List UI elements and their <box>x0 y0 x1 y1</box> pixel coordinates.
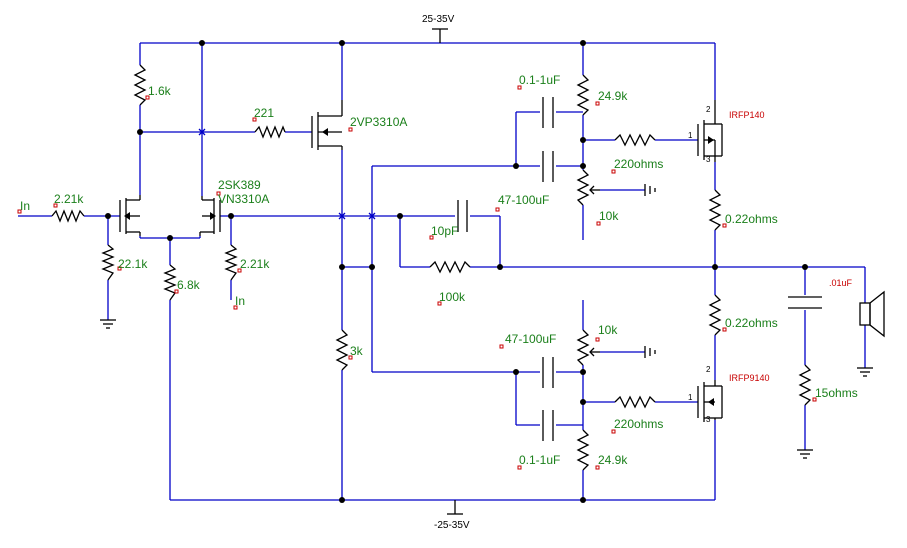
label-q-output-top: IRFP140 <box>729 110 765 120</box>
resistor-zobel <box>798 364 812 406</box>
label-q-output-bottom: IRFP9140 <box>729 373 770 383</box>
resistor-input-series <box>51 209 85 223</box>
label-q-diff-b: VN3310A <box>218 192 269 206</box>
pin-3-bottom: 3 <box>706 415 711 424</box>
capacitor-zobel <box>788 296 822 309</box>
transistor-output-top: 1 2 3 <box>688 100 723 164</box>
resistor-bottom-24k9 <box>576 429 590 471</box>
pin-2-top: 2 <box>706 105 711 114</box>
label-c-top-small: 0.1-1uF <box>519 73 560 87</box>
label-c-zobel: .01uF <box>829 278 853 288</box>
label-ticks <box>17 85 817 470</box>
negative-rail-label: -25-35V <box>434 520 470 531</box>
resistor-tail <box>163 264 177 301</box>
transistor-output-bottom: 1 2 3 <box>688 365 723 424</box>
potentiometer-bottom <box>576 329 656 366</box>
capacitor-top-big <box>542 151 554 182</box>
label-r-top-220: 220ohms <box>614 157 663 171</box>
label-r-input-right: 2.21k <box>240 257 270 271</box>
label-r-gate: 221 <box>254 106 274 120</box>
resistor-feedback-100k <box>429 260 471 274</box>
label-r-source-bottom: 0.22ohms <box>725 316 778 330</box>
capacitor-top-small <box>542 97 554 128</box>
potentiometer-top <box>576 169 656 206</box>
label-c-feedback: 10pF <box>431 224 458 238</box>
resistor-source-top <box>708 189 722 231</box>
label-q-vas: 2VP3310A <box>350 115 407 129</box>
resistor-top-24k9 <box>576 74 590 116</box>
resistor-gate-221 <box>254 125 286 139</box>
resistor-top-left <box>133 64 147 106</box>
label-r-bottom-24k9: 24.9k <box>598 453 628 467</box>
ground-icon <box>100 319 116 329</box>
label-r-zobel: 15ohms <box>815 386 858 400</box>
resistor-source-bottom <box>708 294 722 336</box>
speaker-icon <box>859 290 885 338</box>
positive-rail-terminal: 25-35V <box>422 14 455 43</box>
capacitor-bottom-big <box>542 357 554 388</box>
transistor-vas <box>311 100 343 150</box>
label-in-right: In <box>235 294 245 308</box>
label-c-bottom-small: 0.1-1uF <box>519 453 560 467</box>
resistor-bottom-220 <box>614 395 656 409</box>
label-r-3k: 3k <box>350 344 364 358</box>
label-r-bottom-220: 220ohms <box>614 417 663 431</box>
ground-icon <box>797 449 813 459</box>
positive-rail-label: 25-35V <box>422 14 455 25</box>
resistor-3k <box>335 329 349 371</box>
capacitor-feedback <box>457 200 468 232</box>
label-r-input-series: 2.21k <box>54 192 84 206</box>
component-labels: In 2.21k 22.1k 1.6k 6.8k 2.21k In 221 2V… <box>20 73 858 467</box>
label-r-source-top: 0.22ohms <box>725 212 778 226</box>
resistor-top-220 <box>614 133 656 147</box>
resistor-input-shunt <box>101 244 115 281</box>
negative-rail-terminal: -25-35V <box>434 500 470 531</box>
label-r-top-24k9: 24.9k <box>598 89 628 103</box>
resistor-input-right <box>224 244 238 281</box>
label-pot-bottom: 10k <box>598 323 618 337</box>
label-pot-top: 10k <box>599 209 619 223</box>
label-r-feedback: 100k <box>439 290 466 304</box>
pin-1-bottom: 1 <box>688 393 693 402</box>
label-in-left: In <box>20 199 30 213</box>
label-q-diff-a: 2SK389 <box>218 178 261 192</box>
crossing-marks <box>198 128 376 220</box>
junction-dots <box>105 40 808 503</box>
label-r-tail: 6.8k <box>177 278 201 292</box>
pin-1-top: 1 <box>688 131 693 140</box>
transistor-diff-left <box>119 195 141 236</box>
ground-icon <box>857 367 873 377</box>
label-r-top-left: 1.6k <box>148 84 172 98</box>
pin-3-top: 3 <box>706 155 711 164</box>
pin-2-bottom: 2 <box>706 365 711 374</box>
label-c-top-big: 47-100uF <box>498 193 549 207</box>
label-c-bottom-big: 47-100uF <box>505 332 556 346</box>
transistor-diff-right <box>199 196 221 236</box>
label-r-input-shunt: 22.1k <box>118 257 148 271</box>
capacitor-bottom-small <box>542 410 554 441</box>
